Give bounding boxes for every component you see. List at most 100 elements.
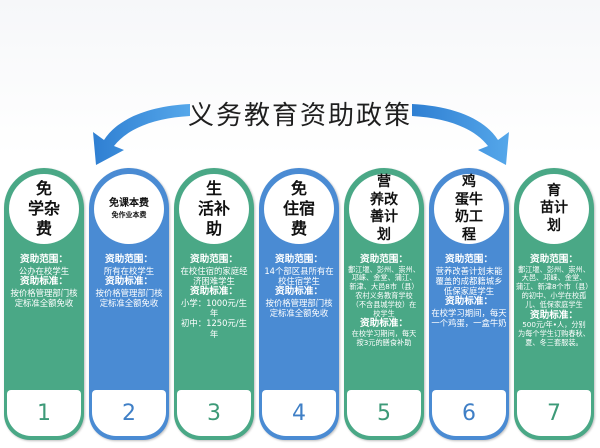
policy-name-circle: 鸡蛋牛奶工程 — [434, 174, 504, 244]
detail-text: 一个鸡蛋，一盒牛奶 — [431, 318, 507, 329]
detail-text: 在校学习期间，每天 — [351, 329, 417, 339]
detail-text: 低保家庭学生 — [443, 286, 495, 297]
detail-text: 小学：1000元/生 年 — [180, 297, 247, 319]
policy-name-line: 划 — [547, 217, 561, 234]
detail-text: 夏、冬三套服装。 — [525, 337, 583, 347]
detail-text: 在校学习期间，每天 — [431, 308, 507, 319]
policy-detail: 资助范围：公办在校学生资助标准：按价格管理部门核定标准全额免收 — [6, 254, 82, 308]
detail-text: 邛崃、金堂、蒲江、 — [351, 273, 417, 283]
policy-name-line: 养改 — [370, 191, 398, 208]
detail-text: 鄱江堰、彭州、崇州、 — [348, 264, 420, 274]
policy-detail: 资助范围：营养改善计划未能覆盖的成都籍城乡低保家庭学生资助标准：在校学习期间，每… — [431, 254, 507, 329]
detail-text: 按价格管理部门核 — [95, 287, 163, 298]
policy-name-line: 免作业本费 — [111, 210, 147, 219]
policy-detail: 资助范围：鄱江堰、彭州、崇州、大邑、邛崃、金堂、蒲江、新津8个市（县）的初中、小… — [516, 254, 592, 348]
policy-card-4: 免住宿费资助范围：14个部区县所有在校住宿学生资助标准：按价格管理部门核定标准全… — [259, 168, 339, 440]
policy-number: 1 — [7, 390, 81, 436]
detail-text: 14个部区县所有在 — [264, 265, 334, 276]
policy-detail: 资助范围：14个部区县所有在校住宿学生资助标准：按价格管理部门核定标准全额免收 — [261, 254, 337, 318]
policy-number: 2 — [92, 390, 166, 436]
policy-name-circle: 营养改善计划 — [349, 174, 419, 244]
policy-name-circle: 免课本费免作业本费 — [94, 174, 164, 244]
detail-text: 校住宿学生 — [278, 275, 320, 286]
detail-heading: 资助范围： — [275, 254, 323, 265]
detail-text: 的初中、小学在校孤 — [521, 291, 587, 301]
page-title: 义务教育资助政策 — [187, 101, 412, 131]
policy-number: 5 — [347, 390, 421, 436]
policy-card-7: 育苗计划资助范围：鄱江堰、彭州、崇州、大邑、邛崃、金堂、蒲江、新津8个市（县）的… — [514, 168, 594, 440]
policy-name-line: 费 — [290, 219, 307, 238]
policy-card-2: 免课本费免作业本费资助范围：所有在校学生资助标准：按价格管理部门核定标准全额免收… — [89, 168, 169, 440]
detail-text: 初中：1250元/生 年 — [180, 318, 247, 339]
detail-text: 济困难学生 — [193, 275, 235, 286]
detail-heading: 资助范围： — [445, 254, 493, 265]
detail-text: 按价格管理部门核 — [10, 287, 78, 298]
policy-name-line: 住宿 — [282, 199, 315, 218]
policy-name-line: 鸡 — [462, 174, 476, 190]
policy-card-1: 免学杂费资助范围：公办在校学生资助标准：按价格管理部门核定标准全额免收 1 — [4, 168, 84, 440]
policy-name-circle: 育苗计划 — [519, 174, 589, 244]
policy-name-line: 划 — [377, 226, 391, 243]
policy-detail: 资助范围：所有在校学生资助标准：按价格管理部门核定标准全额免收 — [91, 254, 167, 308]
policy-name-line: 助 — [205, 219, 222, 238]
policy-name-line: 生 — [205, 179, 222, 198]
policy-name-line: 善计 — [370, 209, 398, 225]
policy-name-line: 免课本费 — [109, 198, 149, 210]
policy-name-line: 奶工 — [455, 209, 483, 225]
left-curved-arrow — [93, 104, 190, 165]
policy-name-line: 营 — [377, 174, 391, 190]
policy-card-5: 营养改善计划资助范围：鄱江堰、彭州、崇州、邛崃、金堂、蒲江、新津、大邑8市（县）… — [344, 168, 424, 440]
policy-name-line: 学杂 — [27, 199, 60, 218]
policy-card-6: 鸡蛋牛奶工程资助范围：营养改善计划未能覆盖的成都籍城乡低保家庭学生资助标准：在校… — [429, 168, 509, 440]
detail-text: 定标准全额免收 — [269, 308, 329, 319]
policy-detail: 资助范围：在校住宿的家庭经济困难学生资助标准：小学：1000元/生 年初中：12… — [176, 254, 252, 339]
policy-name-line: 蛋牛 — [455, 191, 483, 208]
detail-text: 公办在校学生 — [18, 265, 70, 276]
detail-heading: 资助标准： — [275, 286, 323, 298]
policy-card-3: 生活补助资助范围：在校住宿的家庭经济困难学生资助标准：小学：1000元/生 年初… — [174, 168, 254, 440]
detail-text: 500元/年•人，分别 — [522, 320, 586, 330]
detail-text: 按价格管理部门核 — [265, 297, 333, 308]
policy-name-line: 免 — [35, 179, 52, 198]
policy-name-line: 程 — [462, 226, 476, 243]
detail-heading: 资助范围： — [20, 254, 68, 265]
detail-heading: 资助范围： — [105, 254, 153, 265]
policy-detail: 资助范围：鄱江堰、彭州、崇州、邛崃、金堂、蒲江、新津、大邑8市（县）农村义务教育… — [346, 254, 422, 348]
policy-name-line: 苗计 — [540, 200, 568, 217]
policy-number: 3 — [177, 390, 251, 436]
detail-text: 农村义务教育学校 — [355, 291, 413, 301]
detail-heading: 资助标准： — [445, 296, 493, 308]
policy-name-circle: 免住宿费 — [264, 174, 334, 244]
detail-text: 覆盖的成都籍城乡 — [435, 275, 503, 286]
detail-heading: 资助标准： — [360, 318, 408, 330]
policy-name-line: 免 — [290, 179, 307, 198]
detail-text: 鄱江堰、彭州、崇州、 — [518, 264, 590, 274]
detail-text: 在校住宿的家庭经 — [180, 265, 248, 276]
detail-text: 儿、低保家庭学生 — [525, 299, 583, 309]
detail-text: （不含县城学校）在 — [351, 299, 417, 309]
policy-number: 7 — [517, 390, 591, 436]
right-curved-arrow — [412, 104, 509, 165]
policy-name-line: 费 — [35, 219, 52, 238]
detail-heading: 资助范围： — [530, 254, 578, 265]
detail-text: 大邑、邛崃、金堂、 — [521, 273, 587, 283]
detail-heading: 资助标准： — [190, 286, 238, 298]
detail-heading: 资助标准： — [530, 309, 578, 321]
detail-heading: 资助范围： — [190, 254, 238, 265]
detail-text: 新津、大邑8市（县） — [349, 282, 419, 292]
detail-text: 蒲江、新津8个市（县） — [516, 282, 593, 292]
detail-heading: 资助范围： — [360, 254, 408, 265]
detail-text: 按3元的膳食补助 — [356, 337, 412, 347]
detail-heading: 资助标准： — [20, 275, 68, 287]
policy-number: 6 — [432, 390, 506, 436]
detail-text: 为每个学生订购春秋、 — [518, 329, 590, 339]
detail-text: 营养改善计划未能 — [435, 265, 503, 276]
detail-text: 定标准全额免收 — [99, 297, 159, 308]
policy-name-line: 活补 — [197, 199, 230, 218]
detail-text: 所有在校学生 — [103, 265, 155, 276]
detail-text: 校学生 — [373, 308, 395, 318]
policy-number: 4 — [262, 390, 336, 436]
policy-name-line: 育 — [547, 182, 561, 199]
detail-text: 定标准全额免收 — [14, 297, 74, 308]
